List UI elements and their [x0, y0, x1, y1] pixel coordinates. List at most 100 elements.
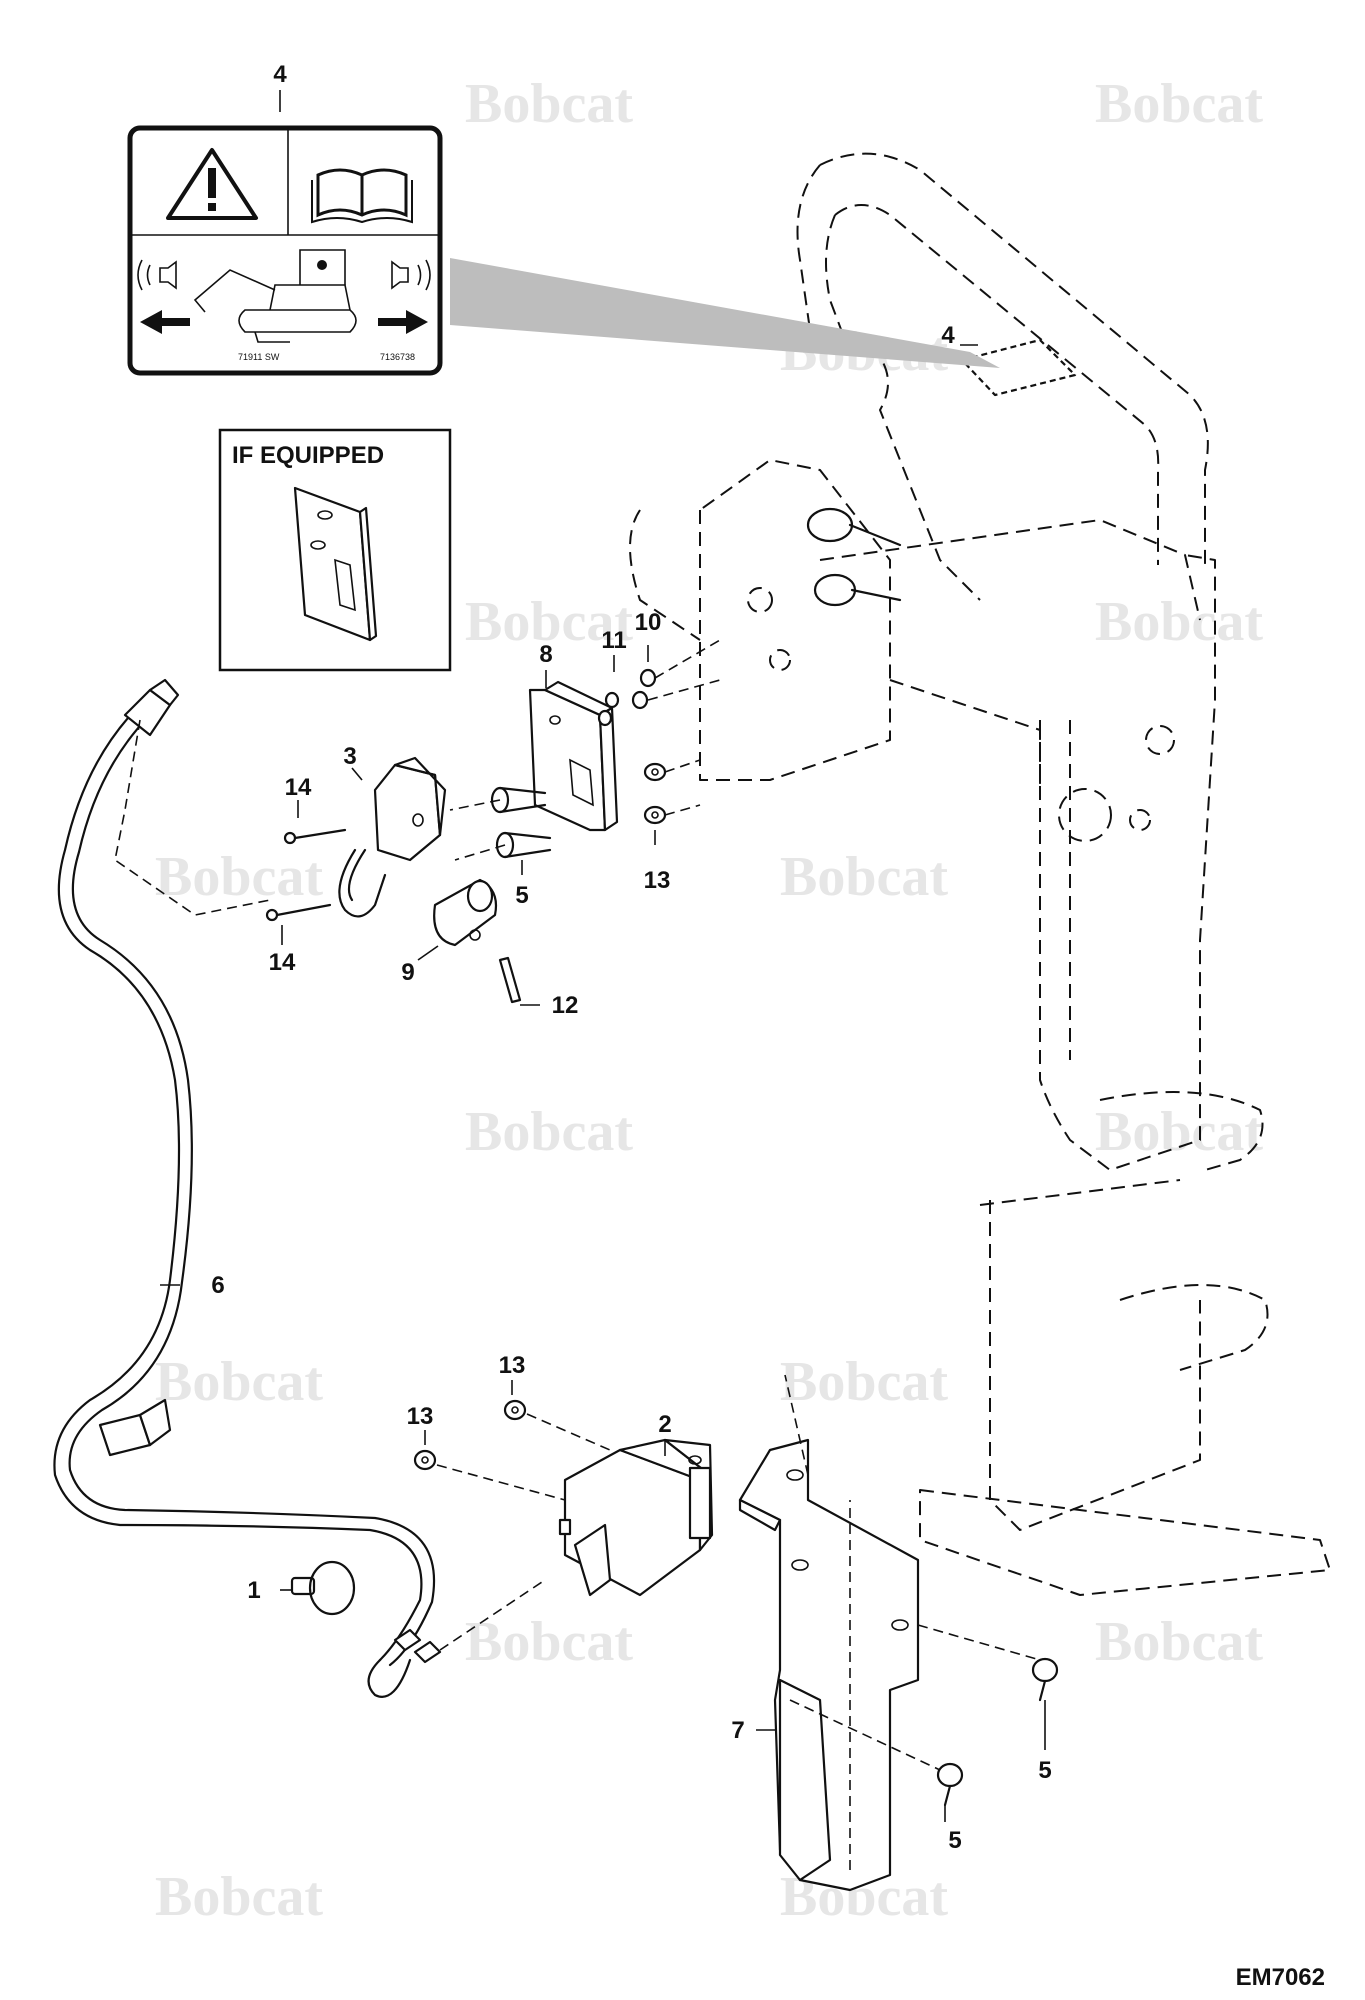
svg-text:Bobcat: Bobcat — [155, 1866, 323, 1928]
flange-nut — [503, 1399, 527, 1421]
rops-inner — [834, 204, 1160, 565]
machine-frame — [629, 152, 1331, 1596]
flange-nut — [643, 805, 667, 825]
machine-screw — [265, 903, 332, 922]
callout-5: 5 — [948, 1827, 961, 1854]
manual-book-icon — [311, 168, 413, 224]
svg-text:Bobcat: Bobcat — [155, 846, 323, 908]
frame-hole — [769, 649, 791, 671]
callout-14: 14 — [285, 774, 312, 801]
machine-screw — [283, 828, 347, 845]
frame-mid-link — [979, 1179, 1181, 1206]
frame-left-plate — [699, 459, 891, 781]
watermark: Bobcat — [465, 73, 633, 135]
callout-8: 8 — [539, 641, 552, 668]
watermark: Bobcat — [155, 1866, 323, 1928]
watermark: Bobcat — [465, 1611, 633, 1673]
callout-4: 4 — [941, 322, 955, 349]
roll-pin — [498, 956, 522, 1004]
decal-code-right: 7136738 — [380, 352, 415, 362]
optional-bracket-plate — [293, 486, 378, 642]
carriage-bolt — [490, 786, 547, 814]
svg-text:Bobcat: Bobcat — [155, 1351, 323, 1413]
frame-hole — [747, 587, 773, 613]
callout-13: 13 — [644, 867, 671, 894]
warning-triangle-icon — [166, 148, 258, 220]
watermark: Bobcat — [1095, 591, 1263, 653]
callout-5: 5 — [515, 882, 528, 909]
watermark: Bobcat — [1095, 73, 1263, 135]
wire-harness — [53, 678, 546, 1698]
diagram-code: EM7062 — [1236, 1964, 1325, 1991]
flange-nut — [643, 762, 667, 782]
rops-left-post-inner — [825, 214, 846, 341]
carriage-bolt — [936, 1762, 964, 1807]
watermark: Bobcat — [465, 591, 633, 653]
svg-text:Bobcat: Bobcat — [780, 1351, 948, 1413]
decal-border — [127, 125, 443, 376]
frame-base — [919, 1489, 1331, 1596]
frame-left-plate-edge — [629, 509, 701, 641]
callout-6: 6 — [211, 1272, 224, 1299]
pivot-bushing — [806, 507, 854, 543]
watermark: Bobcat — [1095, 1101, 1263, 1163]
svg-text:Bobcat: Bobcat — [1095, 591, 1263, 653]
if-equipped-inset: IF EQUIPPED — [218, 428, 452, 672]
swing-ear-lower — [1119, 1284, 1269, 1371]
harness-connector — [123, 678, 180, 737]
watermark-layer: Bobcat Bobcat Bobcat Bobcat Bobcat Bobca… — [155, 73, 1263, 1928]
callout-3: 3 — [343, 743, 356, 770]
wire-connector-plug — [433, 878, 498, 947]
callout-5: 5 — [1038, 1757, 1051, 1784]
callout-13: 13 — [499, 1352, 526, 1379]
alarm-switch — [558, 1438, 714, 1597]
pivot-bushing — [813, 573, 857, 607]
callout-7: 7 — [731, 1717, 744, 1744]
svg-text:Bobcat: Bobcat — [1095, 73, 1263, 135]
lock-washer — [597, 691, 620, 727]
svg-text:Bobcat: Bobcat — [465, 73, 633, 135]
hex-nut — [631, 668, 657, 710]
watermark: Bobcat — [465, 1101, 633, 1163]
pivot-fittings — [806, 507, 902, 607]
excavator-travel-icon — [137, 249, 431, 343]
callout-4: 4 — [273, 61, 287, 88]
svg-text:Bobcat: Bobcat — [465, 1611, 633, 1673]
callout-13: 13 — [407, 1403, 434, 1430]
flange-nut — [413, 1449, 437, 1471]
callout-1: 1 — [247, 1577, 260, 1604]
svg-text:Bobcat: Bobcat — [465, 1101, 633, 1163]
svg-text:Bobcat: Bobcat — [1095, 1101, 1263, 1163]
callout-11: 11 — [601, 627, 626, 654]
svg-text:Bobcat: Bobcat — [780, 846, 948, 908]
frame-right-tower — [1039, 554, 1216, 1171]
switch-bracket — [738, 1374, 1041, 1892]
watermark: Bobcat — [155, 846, 323, 908]
harness-connector — [98, 1398, 172, 1457]
frame-hole — [1145, 725, 1175, 755]
carriage-bolt — [1031, 1657, 1059, 1702]
cable-tie — [290, 1560, 356, 1616]
decal-code-left: 71911 SW — [238, 352, 280, 362]
callout-14: 14 — [269, 949, 296, 976]
watermark: Bobcat — [780, 846, 948, 908]
callout-10: 10 — [635, 609, 662, 636]
callout-labels: 4 4 8 11 10 3 14 14 5 13 9 12 6 13 13 2 … — [211, 61, 1051, 1854]
watermark: Bobcat — [1095, 1611, 1263, 1673]
svg-text:Bobcat: Bobcat — [465, 591, 633, 653]
watermark: Bobcat — [780, 1351, 948, 1413]
decal-location — [960, 338, 1077, 397]
inset-title: IF EQUIPPED — [232, 442, 384, 469]
watermark: Bobcat — [155, 1351, 323, 1413]
mount-hardware — [449, 639, 721, 861]
rops-left-post — [796, 164, 821, 331]
proximity-sensor — [338, 756, 447, 918]
sensor-bracket — [528, 680, 619, 832]
frame-hole — [1129, 809, 1151, 831]
callout-12: 12 — [552, 992, 579, 1019]
decal-inset: 71911 SW 7136738 — [127, 125, 1000, 376]
callout-9: 9 — [401, 959, 414, 986]
swing-ear-upper — [1099, 1091, 1264, 1171]
switch-mount-nuts — [413, 1399, 611, 1501]
callout-leaders — [160, 90, 1046, 1822]
